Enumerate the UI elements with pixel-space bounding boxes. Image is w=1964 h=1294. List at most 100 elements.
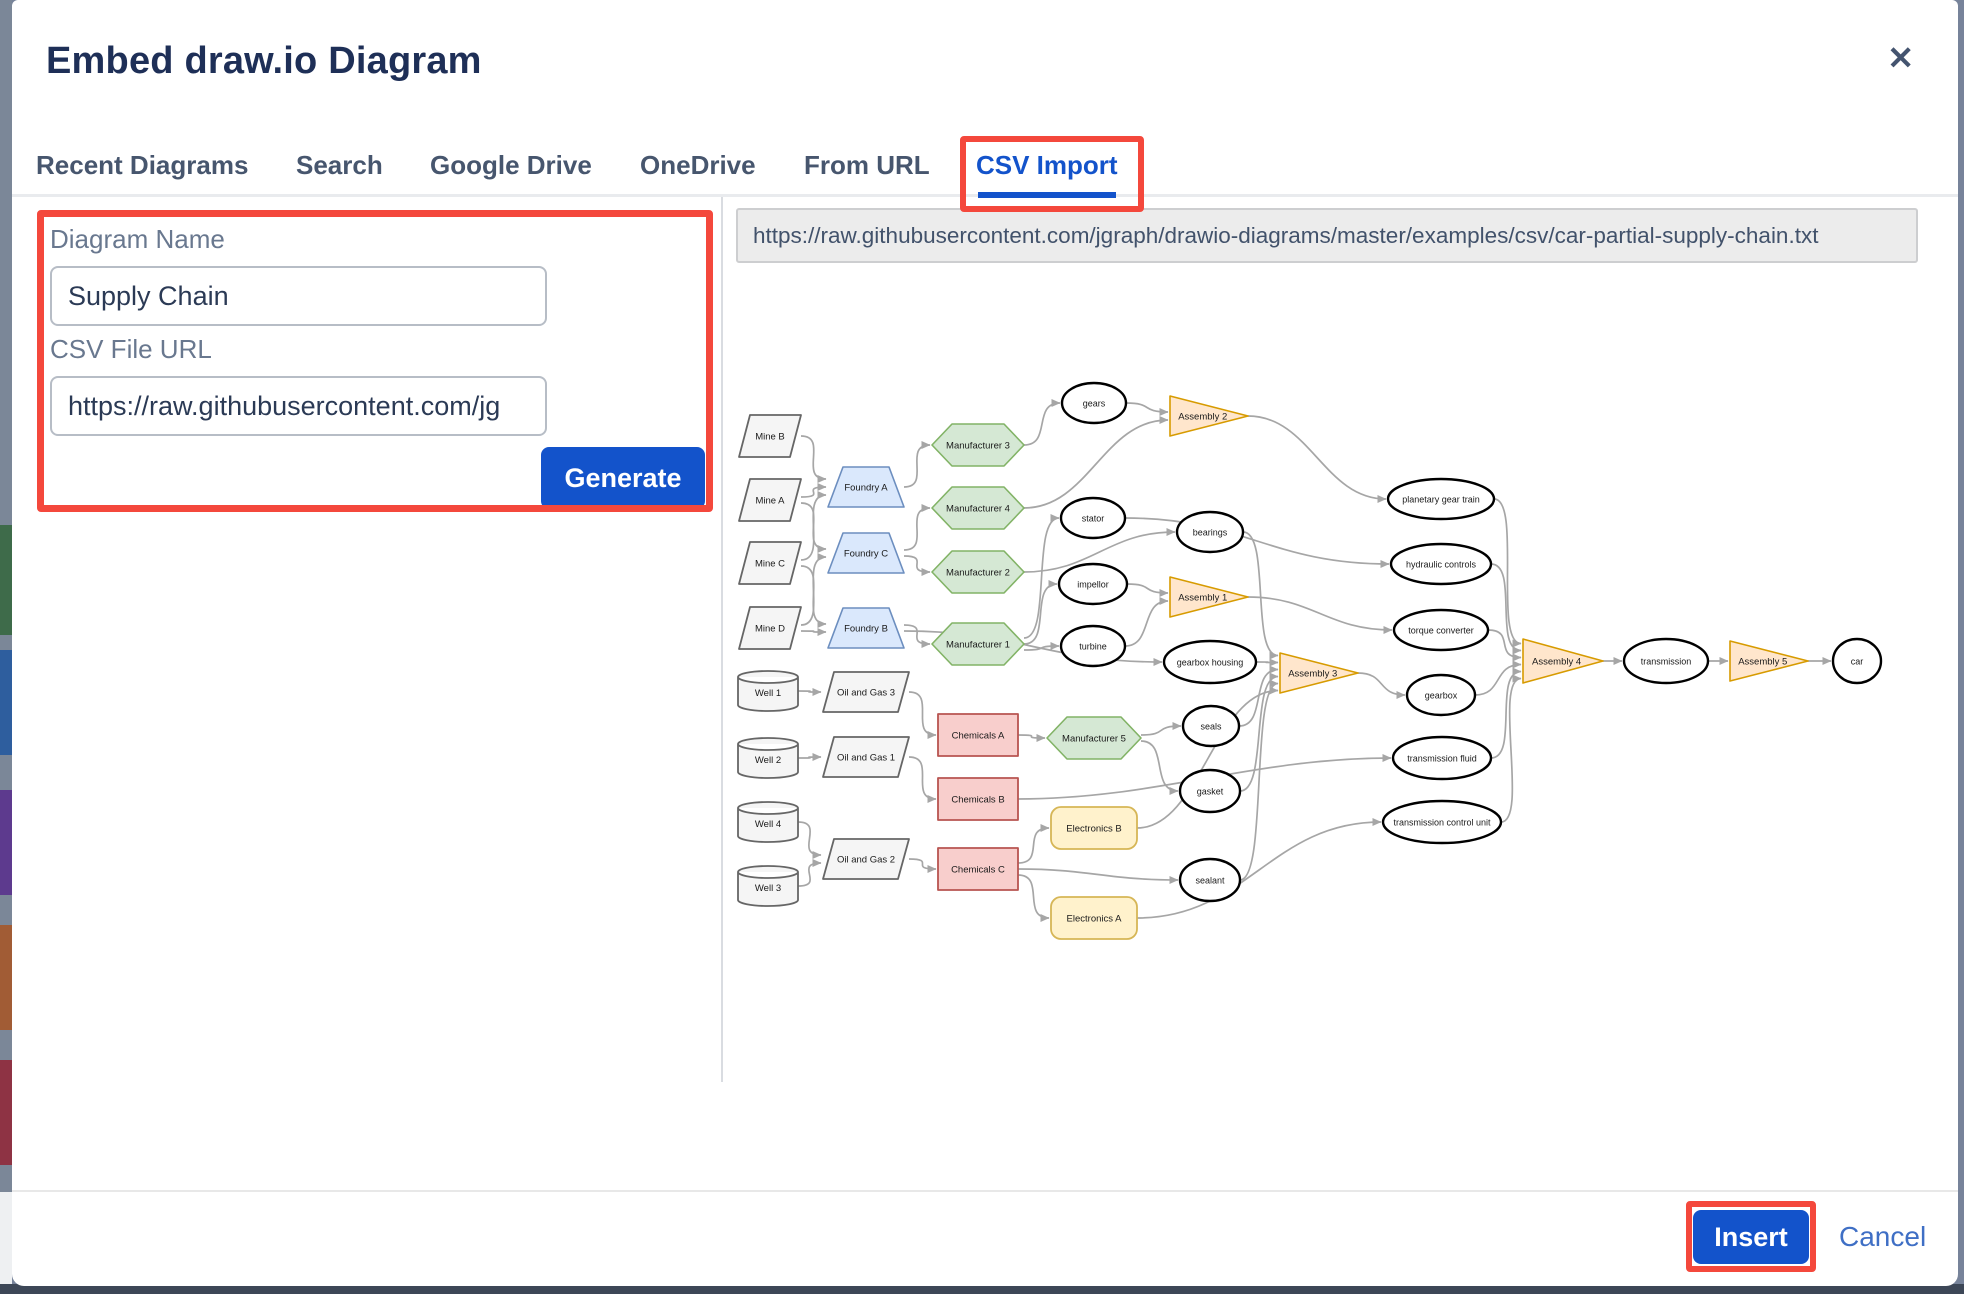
svg-text:gears: gears <box>1083 399 1106 409</box>
node-a3: Assembly 3 <box>1279 652 1359 694</box>
svg-text:transmission: transmission <box>1641 657 1692 667</box>
node-gasket: gasket <box>1178 768 1242 814</box>
background-bottom-strip <box>0 1284 1964 1294</box>
node-sealant: sealant <box>1178 857 1242 903</box>
node-car: car <box>1831 637 1883 685</box>
edge-seals-a3 <box>1238 665 1279 727</box>
insert-button[interactable]: Insert <box>1693 1210 1809 1264</box>
csv-file-url-label: CSV File URL <box>50 334 212 364</box>
edge-mineA-foundryC <box>800 502 827 553</box>
tab-from-url[interactable]: From URL <box>804 150 930 180</box>
edge-elecA-tcu <box>1136 818 1382 919</box>
tab-search[interactable]: Search <box>296 150 383 180</box>
edge-foundryC-m4 <box>903 504 931 551</box>
edge-m3-gears <box>1023 399 1061 446</box>
csv-file-url-input[interactable] <box>50 376 547 436</box>
edge-og1-chemB <box>908 756 937 803</box>
background-app-icon <box>0 1060 12 1165</box>
edge-mineA-foundryA <box>800 483 827 498</box>
node-well4: Well 4 <box>737 801 799 843</box>
svg-text:turbine: turbine <box>1079 642 1107 652</box>
svg-text:Oil and Gas 3: Oil and Gas 3 <box>837 688 895 699</box>
svg-text:Mine C: Mine C <box>755 559 785 570</box>
svg-text:Manufacturer 2: Manufacturer 2 <box>946 568 1010 579</box>
node-m3: Manufacturer 3 <box>931 423 1025 467</box>
edge-a1-tc <box>1247 596 1393 634</box>
edge-m2-bearings <box>1023 528 1176 573</box>
node-well3: Well 3 <box>737 865 799 907</box>
svg-text:Assembly 4: Assembly 4 <box>1532 657 1581 668</box>
background-app-icon <box>0 525 12 635</box>
edge-og2-chemC <box>908 858 937 873</box>
svg-text:Assembly 2: Assembly 2 <box>1178 412 1227 423</box>
node-trans: transmission <box>1622 637 1710 685</box>
tab-csv-import[interactable]: CSV Import <box>976 150 1118 198</box>
edge-well1-og3 <box>797 687 822 696</box>
edge-tc-a4 <box>1487 629 1522 662</box>
node-m5: Manufacturer 5 <box>1046 716 1142 760</box>
edge-gears-a2 <box>1125 402 1169 416</box>
node-well2: Well 2 <box>737 737 799 779</box>
edge-chemC-elecA <box>1017 874 1050 922</box>
edge-chemC-elecB <box>1017 824 1050 864</box>
node-gbh: gearbox housing <box>1162 639 1258 685</box>
node-a1: Assembly 1 <box>1169 576 1249 618</box>
background-footer <box>0 1192 12 1294</box>
edge-foundryB-m1 <box>903 624 931 648</box>
svg-text:Well 1: Well 1 <box>755 688 781 699</box>
node-well1: Well 1 <box>737 670 799 712</box>
svg-text:hydraulic controls: hydraulic controls <box>1406 560 1477 570</box>
edge-mineB-foundryA <box>800 435 827 483</box>
node-gearbox: gearbox <box>1405 673 1477 717</box>
node-elecB: Electronics B <box>1050 806 1138 850</box>
svg-text:sealant: sealant <box>1195 876 1225 886</box>
diagram-name-label: Diagram Name <box>50 224 225 254</box>
edge-bearings-a3 <box>1242 531 1279 660</box>
background-app-icon <box>0 650 12 755</box>
svg-text:planetary gear train: planetary gear train <box>1402 495 1480 505</box>
node-hc: hydraulic controls <box>1389 542 1493 586</box>
tab-recent-diagrams[interactable]: Recent Diagrams <box>36 150 249 180</box>
node-a2: Assembly 2 <box>1169 395 1249 437</box>
svg-text:Manufacturer 3: Manufacturer 3 <box>946 441 1010 452</box>
svg-text:Chemicals A: Chemicals A <box>952 731 1005 742</box>
svg-text:Foundry B: Foundry B <box>844 624 888 635</box>
tab-onedrive[interactable]: OneDrive <box>640 150 756 180</box>
edge-well2-og1 <box>797 753 822 762</box>
svg-text:Foundry A: Foundry A <box>844 483 888 494</box>
edge-m1-impellor <box>1023 580 1058 645</box>
svg-text:gearbox: gearbox <box>1425 691 1458 701</box>
edge-well4-og2 <box>797 821 822 859</box>
csv-source-url-field[interactable]: https://raw.githubusercontent.com/jgraph… <box>736 208 1918 263</box>
node-seals: seals <box>1181 704 1241 748</box>
node-foundryB: Foundry B <box>827 607 905 649</box>
svg-text:transmission control unit: transmission control unit <box>1393 818 1491 828</box>
node-foundryC: Foundry C <box>827 532 905 574</box>
edge-chemA-m5 <box>1017 733 1046 742</box>
edge-gbh-a3 <box>1255 658 1279 667</box>
cancel-button[interactable]: Cancel <box>1833 1220 1932 1254</box>
node-og3: Oil and Gas 3 <box>822 671 910 713</box>
node-stator: stator <box>1059 496 1127 540</box>
svg-text:Mine D: Mine D <box>755 624 785 635</box>
svg-text:Well 4: Well 4 <box>755 819 781 830</box>
svg-text:seals: seals <box>1200 722 1222 732</box>
edge-a3-gearbox <box>1357 672 1406 699</box>
diagram-name-input[interactable] <box>50 266 547 326</box>
node-impellor: impellor <box>1057 562 1129 606</box>
svg-text:Well 2: Well 2 <box>755 755 781 766</box>
tab-google-drive[interactable]: Google Drive <box>430 150 592 180</box>
svg-text:gasket: gasket <box>1197 787 1224 797</box>
node-chemA: Chemicals A <box>937 713 1019 757</box>
footer-divider <box>12 1190 1958 1192</box>
generate-button[interactable]: Generate <box>541 447 705 509</box>
node-elecA: Electronics A <box>1050 896 1138 940</box>
edge-hc-a4 <box>1490 563 1522 655</box>
svg-text:Electronics B: Electronics B <box>1066 824 1121 835</box>
svg-text:Oil and Gas 1: Oil and Gas 1 <box>837 753 895 764</box>
node-mineB: Mine B <box>738 414 802 458</box>
node-a5: Assembly 5 <box>1729 640 1809 682</box>
edge-m1-turbine <box>1023 642 1060 651</box>
close-icon[interactable]: ✕ <box>1883 38 1918 78</box>
